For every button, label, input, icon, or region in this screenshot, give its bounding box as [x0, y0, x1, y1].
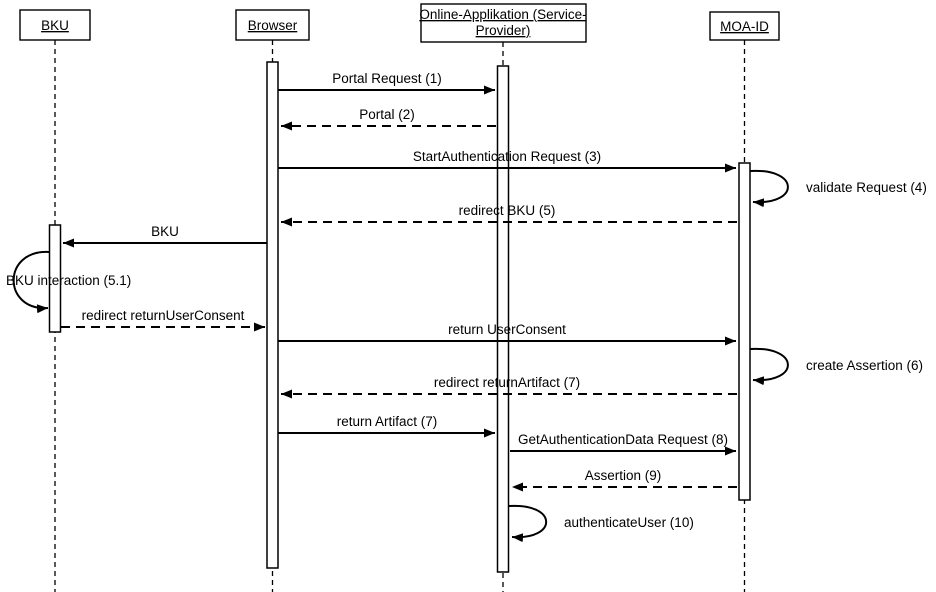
message-label-validate-request: validate Request (4)	[806, 180, 927, 195]
message-label-create-assertion: create Assertion (6)	[806, 358, 923, 373]
message-label-redirect-bku: redirect BKU (5)	[459, 203, 556, 218]
actor-moa-id: MOA-ID	[709, 11, 780, 41]
actor-bku: BKU	[19, 9, 91, 41]
message-label-assertion: Assertion (9)	[585, 468, 662, 483]
actor-label-bku: BKU	[41, 18, 69, 33]
message-label-bku-interaction: BKU interaction (5.1)	[6, 273, 131, 288]
activation-bar-online-app	[496, 65, 510, 573]
message-label-redirect-return-artifact: redirect returnArtifact (7)	[434, 375, 580, 390]
message-label-get-authentication-data: GetAuthenticationData Request (8)	[518, 432, 728, 447]
activation-bar-browser	[266, 61, 279, 569]
self-message-arrow-bku-interaction	[12, 250, 50, 314]
message-label-authenticate-user: authenticateUser (10)	[564, 515, 694, 530]
actor-box-browser	[235, 9, 310, 41]
self-message-arrow-create-assertion	[749, 347, 789, 386]
message-label-return-artifact: return Artifact (7)	[337, 414, 438, 429]
self-message-arrow-validate-request	[749, 169, 789, 208]
message-label-redirect-return-user-consent: redirect returnUserConsent	[82, 308, 245, 323]
actor-label-browser: Browser	[248, 18, 298, 33]
actor-label-online-app-line2: Provider)	[476, 23, 531, 38]
message-label-bku: BKU	[151, 224, 179, 239]
activation-bar-bku	[48, 224, 62, 333]
actor-box-bku	[19, 9, 91, 41]
message-label-return-user-consent: return UserConsent	[448, 322, 566, 337]
message-label-portal: Portal (2)	[359, 107, 415, 122]
actor-label-online-app-line1: Online-Applikation (Service-	[419, 7, 586, 22]
message-label-portal-request: Portal Request (1)	[332, 71, 442, 86]
actor-label-moa-id: MOA-ID	[720, 19, 769, 34]
actor-box-online-app	[420, 3, 587, 43]
message-label-start-authentication: StartAuthentication Request (3)	[413, 149, 601, 164]
activation-bar-moa-id	[738, 162, 751, 501]
self-message-arrow-authenticate-user	[508, 504, 548, 543]
actor-box-moa-id	[709, 11, 780, 41]
actor-online-app: Online-Applikation (Service- Provider)	[419, 3, 587, 43]
actor-browser: Browser	[235, 9, 310, 41]
